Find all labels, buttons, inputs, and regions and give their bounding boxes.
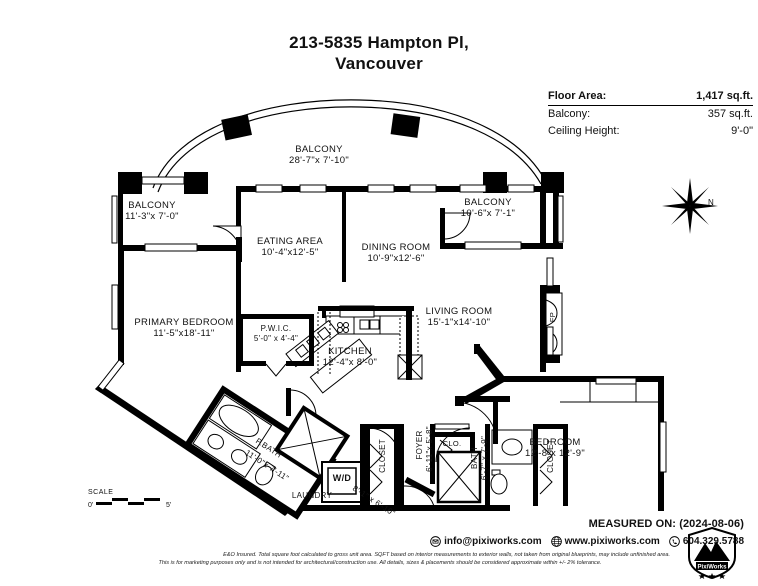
info-row-balcony: Balcony: 357 sq.ft. — [548, 106, 753, 123]
contact-bar: info@pixiworks.com www.pixiworks.com 604… — [430, 536, 744, 547]
room-label-kitchen: KITCHEN 12'-4"x 8'-0" — [322, 346, 378, 368]
room-label-bath: BATH — [470, 447, 479, 469]
window-diagonal-primary — [97, 359, 125, 391]
room-label-clo: CLO. — [442, 439, 462, 448]
room-label-laundry: LAUNDRY — [291, 491, 333, 500]
room-label-living-room: LIVING ROOM 15'-1"x14'-10" — [425, 306, 493, 328]
scale-bar-graphic — [96, 498, 160, 505]
room-label-primary-bedroom: PRIMARY BEDROOM 11'-5"x18'-11" — [134, 317, 234, 339]
logo-text: PixiWorks — [698, 565, 728, 571]
compass-rose: N — [660, 176, 726, 236]
mountain-badge-icon: PixiWorks — [688, 526, 736, 580]
phone-icon — [669, 536, 680, 547]
fireplace — [540, 257, 563, 363]
foyer-closets — [365, 423, 568, 507]
page-title-line2: Vancouver — [335, 54, 423, 73]
room-label-closet-left: CLOSET — [378, 439, 387, 473]
room-label-balcony-left: BALCONY 11'-3"x 7'-0" — [125, 200, 179, 222]
room-label-pwic: P.W.I.C. 5'-0" x 4'-4" — [253, 324, 299, 343]
scale-start-label: 0' — [88, 502, 94, 509]
balcony-arc-rail — [152, 99, 546, 193]
email-icon — [430, 536, 441, 547]
measured-on-text: MEASURED ON: (2024-08-06) — [588, 518, 744, 530]
page-title: 213-5835 Hampton Pl, Vancouver — [0, 32, 758, 74]
room-label-foyer-dims: 6'-11"x 5'-8" — [425, 426, 434, 472]
kitchen-walls — [318, 306, 414, 380]
info-value-floor-area: 1,417 sq.ft. — [696, 90, 753, 102]
room-label-closet-right: CLOSET — [546, 439, 555, 473]
windows-top — [255, 184, 535, 193]
disclaimer-line1: E&O Insured. Total square foot calculate… — [223, 552, 670, 558]
page-title-line1: 213-5835 Hampton Pl, — [289, 33, 469, 52]
contact-website[interactable]: www.pixiworks.com — [550, 536, 660, 547]
scale-bar: SCALE 0' 5' — [88, 489, 188, 515]
door-eating-area — [212, 225, 242, 262]
balcony-left-walls — [111, 172, 236, 252]
info-row-floor-area: Floor Area: 1,417 sq.ft. — [548, 88, 753, 106]
contact-phone[interactable]: 604.329.5788 — [669, 536, 744, 547]
pwic-walls — [238, 312, 331, 377]
info-row-ceiling-height: Ceiling Height: 9'-0" — [548, 123, 753, 140]
globe-icon — [550, 536, 562, 547]
room-label-balcony-top: BALCONY 28'-7"x 7'-10" — [289, 144, 349, 166]
label-washer-dryer: W/D — [332, 473, 352, 483]
email-text: info@pixiworks.com — [444, 536, 542, 547]
door-living-hall — [454, 400, 498, 445]
scale-end-label: 5' — [166, 502, 172, 509]
bedroom-details — [560, 377, 667, 473]
info-value-balcony: 357 sq.ft. — [707, 108, 753, 120]
balcony-posts — [221, 113, 421, 141]
label-fireplace: FP — [548, 311, 557, 323]
window-primary-bedroom — [111, 284, 119, 330]
compass-icon — [662, 178, 718, 234]
room-label-eating-area: EATING AREA 10'-4"x12'-5" — [257, 236, 323, 258]
room-label-dining-room: DINING ROOM 10'-9"x12'-6" — [361, 242, 431, 264]
door-hall-primary — [286, 388, 317, 417]
room-label-balcony-right: BALCONY 10'-6"x 7'-1" — [460, 197, 516, 219]
room-label-bedroom: BEDROOM 12'-8"x 12'-9" — [525, 437, 585, 459]
room-label-foyer: FOYER — [415, 430, 424, 460]
primary-bath — [183, 385, 337, 520]
disclaimer: E&O Insured. Total square foot calculate… — [90, 551, 670, 567]
website-text: www.pixiworks.com — [564, 536, 660, 547]
pixiworks-logo: PixiWorks — [686, 526, 738, 580]
scale-title: SCALE — [88, 489, 114, 496]
info-label-balcony: Balcony: — [548, 108, 591, 120]
phone-text: 604.329.5788 — [682, 536, 744, 547]
shower-primary — [273, 405, 351, 481]
room-label-bath-dims: 6'-7" x 7'-9" — [480, 435, 489, 481]
info-value-ceiling-height: 9'-0" — [731, 125, 753, 137]
contact-email[interactable]: info@pixiworks.com — [430, 536, 542, 547]
compass-north-label: N — [708, 198, 714, 207]
hall-walls — [455, 378, 510, 406]
info-label-floor-area: Floor Area: — [548, 90, 607, 102]
disclaimer-line2: This is for marketing purposes only and … — [158, 560, 602, 566]
info-label-ceiling-height: Ceiling Height: — [548, 125, 620, 137]
laundry — [321, 424, 401, 506]
floor-area-info-box: Floor Area: 1,417 sq.ft. Balcony: 357 sq… — [548, 88, 753, 140]
